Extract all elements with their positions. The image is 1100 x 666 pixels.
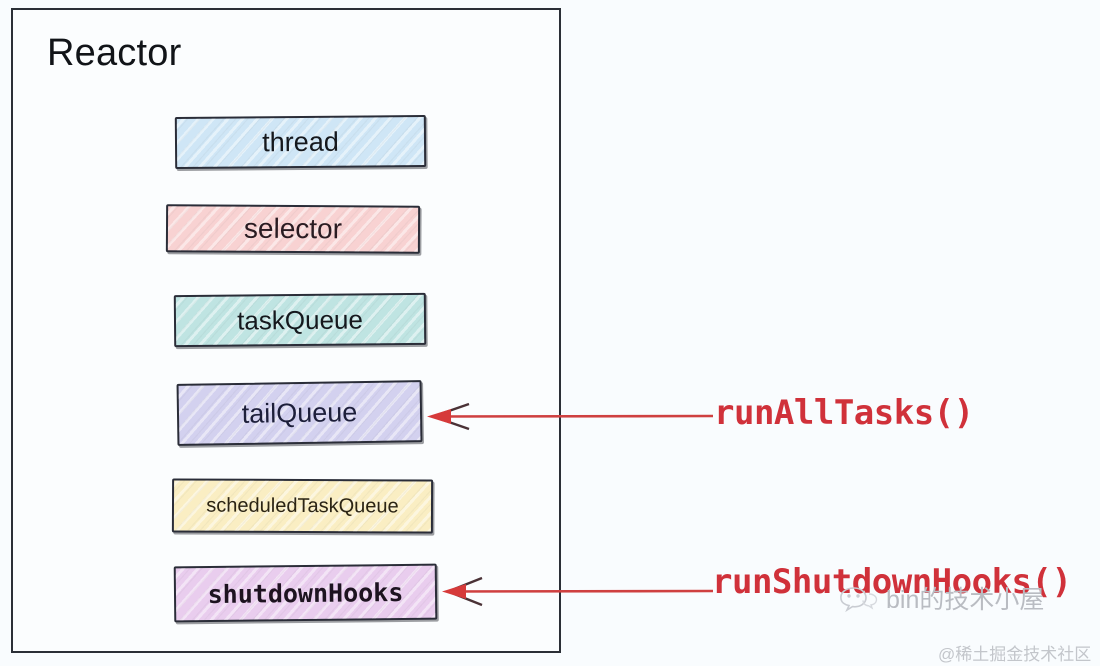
box-thread: thread [174, 115, 427, 169]
box-scheduledtaskqueue: scheduledTaskQueue [171, 478, 434, 534]
page-title: Reactor [47, 32, 182, 74]
annotation-runalltasks: runAllTasks() [714, 393, 974, 433]
box-label-selector: selector [243, 212, 343, 245]
box-label-thread: thread [262, 126, 339, 157]
box-label-scheduledtaskqueue: scheduledTaskQueue [206, 494, 399, 517]
box-label-taskqueue: taskQueue [236, 303, 363, 336]
box-tailqueue: tailQueue [176, 380, 423, 446]
box-shutdownhooks: shutdownHooks [173, 563, 438, 623]
watermark-sub-text: @稀土掘金技术社区 [938, 645, 1092, 664]
box-taskqueue: taskQueue [173, 292, 427, 348]
annotation-runshutdownhooks: runShutdownHooks() [712, 562, 1072, 602]
wechat-smiley-icon [840, 587, 878, 613]
box-selector: selector [165, 204, 421, 254]
box-label-shutdownhooks: shutdownHooks [207, 577, 404, 609]
watermark: bin的技术小屋 [838, 580, 1044, 616]
watermark-main-text: bin的技术小屋 [886, 586, 1045, 614]
box-label-tailqueue: tailQueue [241, 396, 358, 429]
